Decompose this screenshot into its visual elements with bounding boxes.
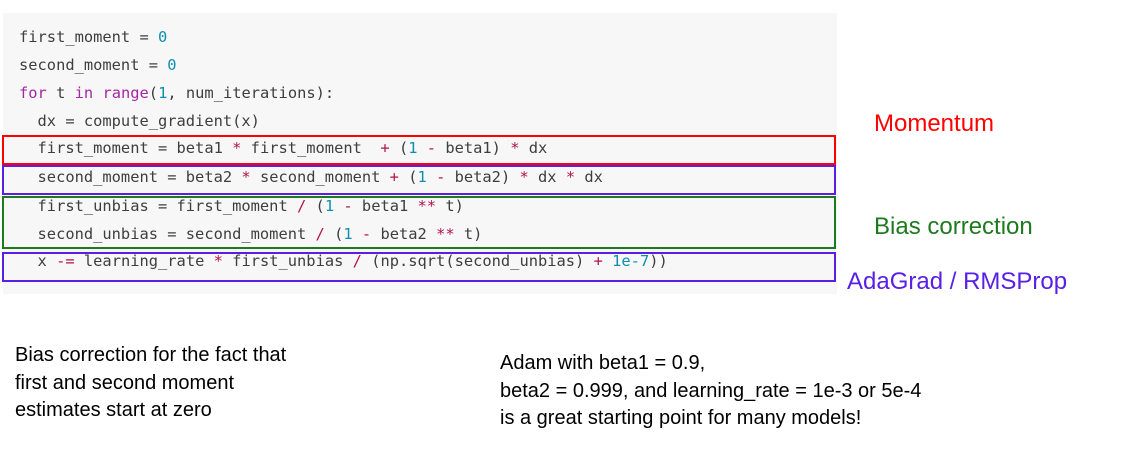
code-line-4: dx = compute_gradient(x) (19, 109, 260, 133)
code-token: in (74, 84, 94, 102)
adam-defaults-note: Adam with beta1 = 0.9, beta2 = 0.999, an… (500, 350, 921, 433)
code-token: 0 (158, 28, 168, 46)
code-token: range (102, 84, 149, 102)
code-token: * (213, 252, 223, 270)
code-line-6: second_moment = beta2 * second_moment + … (19, 165, 603, 189)
code-token: / (315, 225, 325, 243)
code-token: first_moment = beta1 (19, 139, 233, 157)
code-token: learning_rate (74, 252, 214, 270)
code-line-5: first_moment = beta1 * first_moment + (1… (19, 136, 548, 160)
note-line: Adam with beta1 = 0.9, (500, 352, 706, 374)
note-line: Bias correction for the fact that (15, 344, 287, 366)
code-token: ( (324, 225, 344, 243)
code-token: + (389, 168, 399, 186)
code-token: dx (528, 168, 566, 186)
code-token: ** (436, 225, 455, 243)
note-line: is a great starting point for many model… (500, 407, 862, 429)
momentum-highlight-box (2, 135, 836, 165)
code-token: second_moment = beta2 (19, 168, 242, 186)
code-token: beta2) (445, 168, 520, 186)
code-token: ( (148, 84, 159, 102)
code-token: - (343, 197, 353, 215)
code-token: 1 (324, 197, 335, 215)
code-token: + (380, 139, 390, 157)
code-token: ( (398, 168, 418, 186)
code-token: 1 (158, 84, 168, 102)
bias-correction-highlight-box (2, 196, 836, 249)
code-token: - (436, 168, 446, 186)
note-line: first and second moment (15, 371, 234, 394)
code-token: + (593, 252, 603, 270)
code-token: 1e-7 (612, 252, 650, 270)
code-token: 1 (417, 168, 427, 186)
code-line-9: x -= learning_rate * first_unbias / (np.… (19, 249, 668, 273)
code-token: dx (575, 168, 603, 186)
note-line: beta2 = 0.999, and learning_rate = 1e-3 … (500, 379, 922, 402)
code-token: first_unbias = first_moment (19, 197, 297, 215)
adagrad-rmsprop-highlight-box (2, 165, 836, 195)
code-token: 0 (167, 56, 177, 74)
code-token: * (241, 168, 251, 186)
code-token: * (519, 168, 529, 186)
code-token: second_moment (250, 168, 390, 186)
code-token: t) (436, 197, 464, 215)
code-token: t) (454, 225, 483, 243)
bias-correction-label: Bias correction (874, 213, 1033, 240)
code-line-7: first_unbias = first_moment / (1 - beta1… (19, 194, 464, 218)
code-token: dx (519, 139, 548, 157)
code-token: first_unbias (222, 252, 353, 270)
code-token: )) (649, 252, 668, 270)
code-token: / (352, 252, 362, 270)
note-line: estimates start at zero (15, 399, 212, 421)
code-token: first_moment (241, 139, 381, 157)
code-token: - (426, 139, 437, 157)
code-token: * (565, 168, 576, 186)
code-line-1: first_moment = 0 (19, 25, 167, 49)
code-token: -= (56, 252, 75, 270)
code-token: beta1) (436, 139, 511, 157)
code-line-8: second_unbias = second_moment / (1 - bet… (19, 222, 483, 246)
code-token: dx = compute_gradient(x) (19, 112, 260, 130)
bias-correction-note: Bias correction for the fact that first … (15, 342, 286, 425)
code-token: ** (417, 197, 437, 215)
code-token: x (19, 252, 57, 270)
code-token: ( (389, 139, 409, 157)
code-token: for (19, 84, 47, 102)
code-token: 1 (408, 139, 418, 157)
code-token: * (510, 139, 520, 157)
code-line-3: for t in range(1, num_iterations): (19, 81, 334, 105)
code-token: first_moment = (19, 28, 158, 46)
code-token: second_moment = (19, 56, 168, 74)
code-token: second_unbias = second_moment (19, 225, 316, 243)
code-token: * (232, 139, 242, 157)
code-token: (np.sqrt(second_unbias) (361, 252, 594, 270)
code-token: - (361, 225, 372, 243)
code-line-2: second_moment = 0 (19, 53, 177, 77)
code-token: ( (306, 197, 325, 215)
adagrad-rmsprop-update-highlight-box (2, 252, 836, 282)
code-token: 1 (343, 225, 353, 243)
momentum-label: Momentum (874, 110, 995, 137)
adagrad-rmsprop-label: AdaGrad / RMSProp (847, 268, 1068, 295)
code-token: t (46, 84, 75, 102)
code-token: / (296, 197, 307, 215)
code-token: beta2 (371, 225, 437, 243)
code-token: , num_iterations): (167, 84, 335, 102)
code-token: beta1 (352, 197, 418, 215)
